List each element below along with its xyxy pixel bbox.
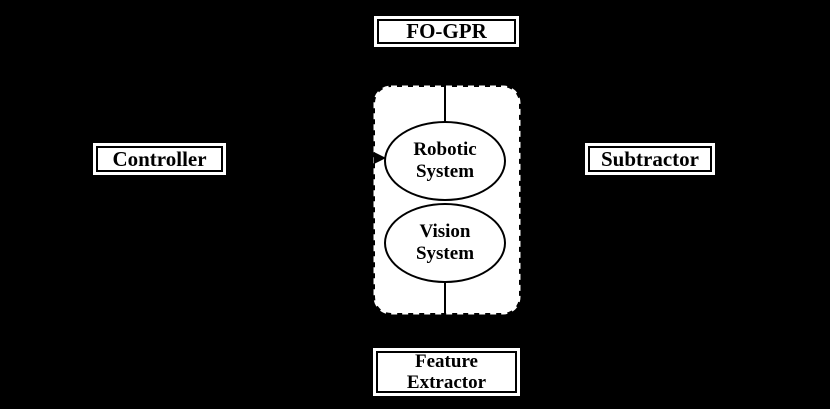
fo-gpr-label: FO-GPR bbox=[406, 19, 487, 43]
robotic-system-label-line1: Robotic bbox=[413, 139, 477, 160]
vision-system-ellipse: Vision System bbox=[384, 203, 506, 283]
controller-label: Controller bbox=[112, 146, 207, 171]
vision-system-label-line1: Vision bbox=[419, 221, 471, 242]
fo-gpr-box: FO-GPR bbox=[377, 19, 516, 44]
robotic-system-label-line2: System bbox=[415, 161, 475, 182]
vision-to-feature-extractor-connector-line bbox=[444, 280, 446, 313]
controller-to-robotic-arrowhead-icon bbox=[374, 152, 386, 164]
feature-extractor-label-line1: Feature bbox=[415, 351, 478, 372]
subtractor-label: Subtractor bbox=[601, 146, 699, 171]
vision-system-label-line2: System bbox=[415, 243, 475, 264]
feature-extractor-box: Feature Extractor bbox=[376, 351, 517, 393]
fo-gpr-to-robotic-connector-line bbox=[444, 85, 446, 123]
subtractor-box: Subtractor bbox=[588, 146, 712, 172]
controller-box: Controller bbox=[96, 146, 223, 172]
feature-extractor-label-line2: Extractor bbox=[406, 372, 487, 393]
robotic-system-ellipse: Robotic System bbox=[384, 121, 506, 201]
